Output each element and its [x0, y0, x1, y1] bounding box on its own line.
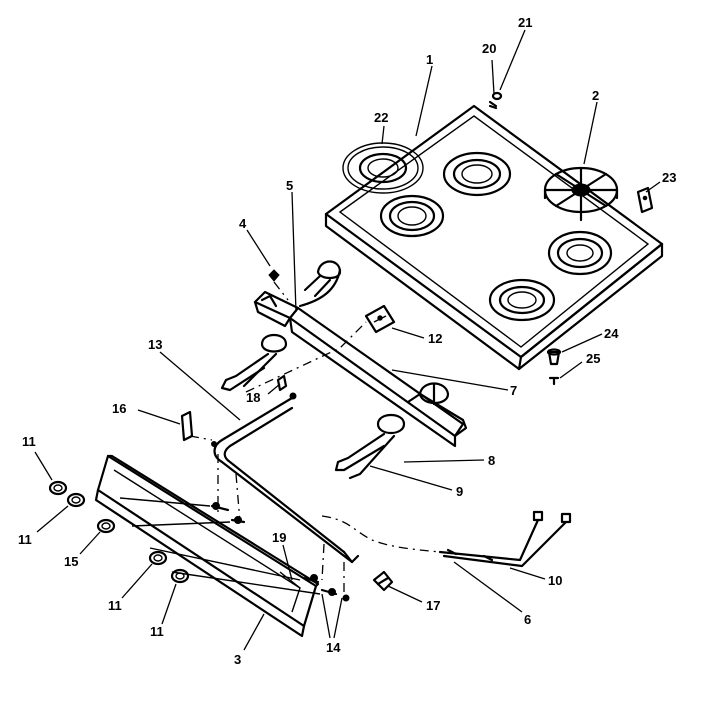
burner-ring	[488, 278, 556, 322]
cooktop-burner-rings	[379, 151, 613, 322]
gas-valves	[119, 497, 350, 602]
assembly-lines	[189, 281, 367, 596]
burner-ring	[547, 230, 613, 276]
wiring-harness	[321, 510, 572, 568]
burner-ring	[379, 194, 445, 238]
callout-5: 5	[286, 178, 293, 193]
callout-23: 23	[662, 170, 676, 185]
drip-bowl	[342, 142, 424, 194]
burner-support-bracket	[253, 290, 300, 328]
callout-13: 13	[148, 337, 162, 352]
control-knob	[96, 518, 116, 534]
callout-11: 11	[150, 624, 164, 639]
burner-grate	[543, 166, 619, 222]
callout-20: 20	[482, 41, 496, 56]
burner-ring	[442, 151, 512, 197]
leveling-leg	[546, 348, 562, 366]
callout-10: 10	[548, 573, 562, 588]
igniter-module	[364, 304, 396, 334]
callout-16: 16	[112, 401, 126, 416]
control-panel	[94, 454, 320, 638]
callout-11: 11	[108, 598, 122, 613]
callout-24: 24	[604, 326, 619, 341]
callout-1: 1	[426, 52, 433, 67]
callout-6: 6	[524, 612, 531, 627]
control-knob	[170, 568, 190, 584]
callout-11: 11	[22, 434, 36, 449]
callout-18: 18	[246, 390, 260, 405]
callout-21: 21	[518, 15, 532, 30]
cooktop-main-top	[324, 104, 664, 371]
control-knob	[66, 492, 86, 508]
callout-8: 8	[488, 453, 495, 468]
callout-25: 25	[586, 351, 600, 366]
burner-assembly	[298, 260, 342, 308]
control-knob	[148, 550, 168, 566]
gas-manifold-pipe	[213, 396, 360, 564]
callout-11: 11	[18, 532, 32, 547]
screw	[268, 269, 280, 282]
callout-12: 12	[428, 331, 442, 346]
burner-assembly	[418, 382, 450, 406]
callout-14: 14	[326, 640, 341, 655]
callout-19: 19	[272, 530, 286, 545]
burner-assembly	[220, 333, 288, 392]
callout-7: 7	[510, 383, 517, 398]
leg-screw	[548, 376, 560, 386]
regulator-clip	[372, 570, 394, 592]
callout-4: 4	[239, 216, 247, 231]
burner-assembly	[334, 413, 406, 480]
callout-9: 9	[456, 484, 463, 499]
leader-lines	[34, 29, 661, 651]
callout-22: 22	[374, 110, 388, 125]
callout-labels: 1 2 3 4 5 6 7 8 9 10 11 11 11 11 12 13 1…	[18, 15, 676, 667]
callout-2: 2	[592, 88, 599, 103]
screw-and-washer	[488, 91, 503, 110]
callout-3: 3	[234, 652, 241, 667]
callout-17: 17	[426, 598, 440, 613]
orifice-hood	[276, 374, 297, 400]
side-bracket	[636, 186, 654, 214]
bracket-clip	[180, 410, 217, 447]
callout-15: 15	[64, 554, 78, 569]
control-knob	[48, 480, 68, 496]
control-knobs	[48, 480, 190, 584]
